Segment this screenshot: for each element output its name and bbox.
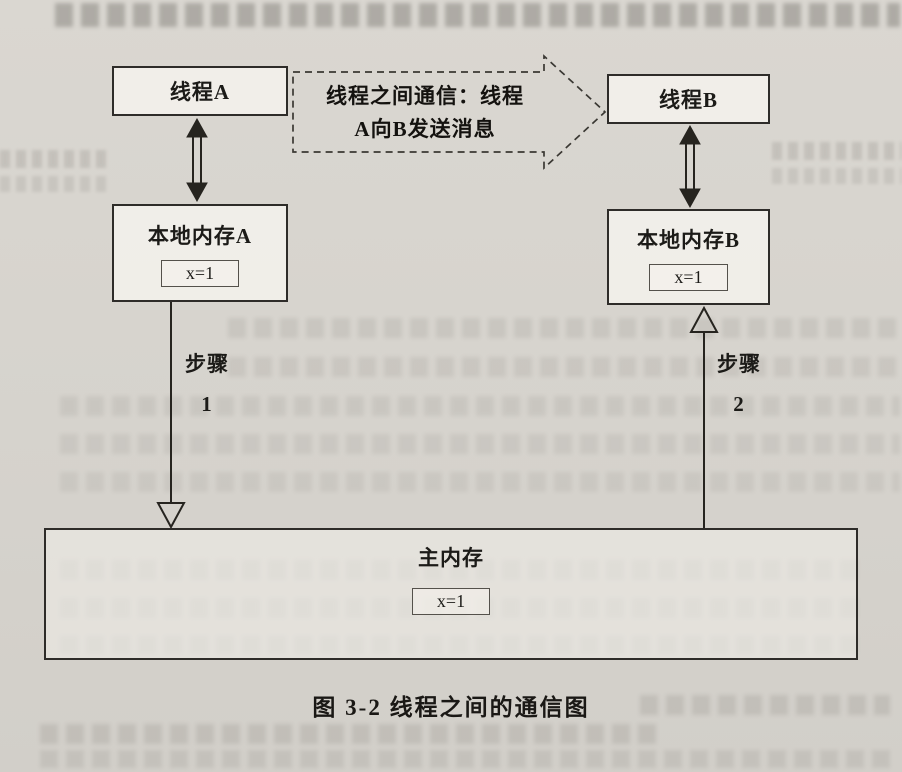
step2-arrow [689,305,719,528]
thread-b-label: 线程B [658,88,718,112]
comm-arrow-label-line2: A向B发送消息 [354,116,496,141]
step1-word: 步骤 [185,352,229,376]
thread-b-box: 线程B [607,74,770,124]
local-memory-b-box: 本地内存B x=1 [607,209,770,305]
local-memory-a-value: x=1 [160,259,240,287]
step1-arrow [156,302,186,530]
local-memory-a-box: 本地内存A x=1 [112,204,288,302]
main-memory-label: 主内存 [418,546,484,570]
thread-a-label: 线程A [169,80,231,104]
step2-number: 2 [733,391,745,416]
step1-number: 1 [201,391,213,416]
figure-caption: 图 3-2 线程之间的通信图 [312,695,590,720]
local-memory-b-label: 本地内存B [636,227,740,252]
step1-label: 步骤 1 [182,345,232,425]
local-memory-b-value: x=1 [649,263,728,291]
main-memory-value: x=1 [411,588,491,615]
step2-label: 步骤 2 [714,345,764,425]
local-memory-a-label: 本地内存A [147,223,253,248]
comm-arrow-label-line1: 线程之间通信：线程 [326,84,524,108]
main-memory-box: 主内存 x=1 [44,528,858,660]
comm-arrow-label: 线程之间通信：线程 A向B发送消息 [300,80,550,145]
comm-arrow-shape [292,54,607,170]
double-arrow-a [186,117,208,203]
thread-a-box: 线程A [112,66,288,116]
double-arrow-b [679,124,701,209]
step2-word: 步骤 [717,352,761,376]
